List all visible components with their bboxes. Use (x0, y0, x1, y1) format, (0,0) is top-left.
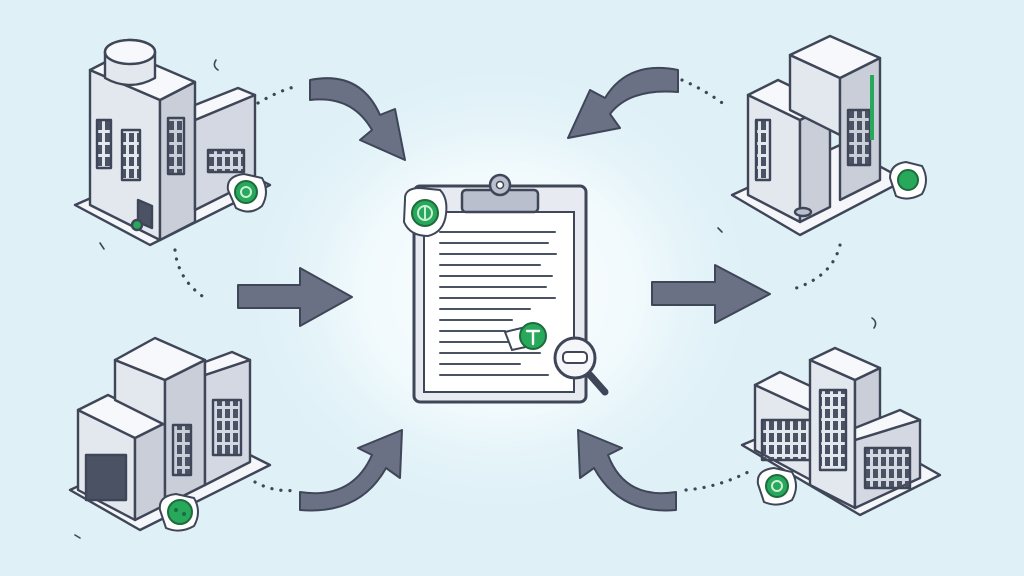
dotted-connectors (173, 78, 842, 493)
arrow-middle-left (237, 267, 353, 327)
building-bottom-right (740, 346, 942, 517)
arrow-middle-right (651, 264, 771, 324)
building-top-right (730, 34, 907, 237)
arrow-top-right (567, 66, 679, 139)
arrow-top-left (309, 77, 406, 161)
coin-badge-icon (158, 492, 199, 532)
coin-badge-icon (888, 160, 927, 200)
magnifier-icon (553, 336, 609, 396)
clipboard-document-icon (412, 173, 588, 404)
doodle-marks (74, 59, 877, 539)
coin-badge-icon (402, 186, 448, 238)
coin-badge-icon (226, 172, 267, 213)
arrow-bottom-right (577, 429, 677, 512)
coin-badge-icon (756, 466, 797, 506)
arrow-bottom-left (299, 429, 403, 512)
building-top-left (73, 38, 272, 247)
building-bottom-left (68, 336, 272, 532)
approval-badge-icon (503, 322, 547, 352)
